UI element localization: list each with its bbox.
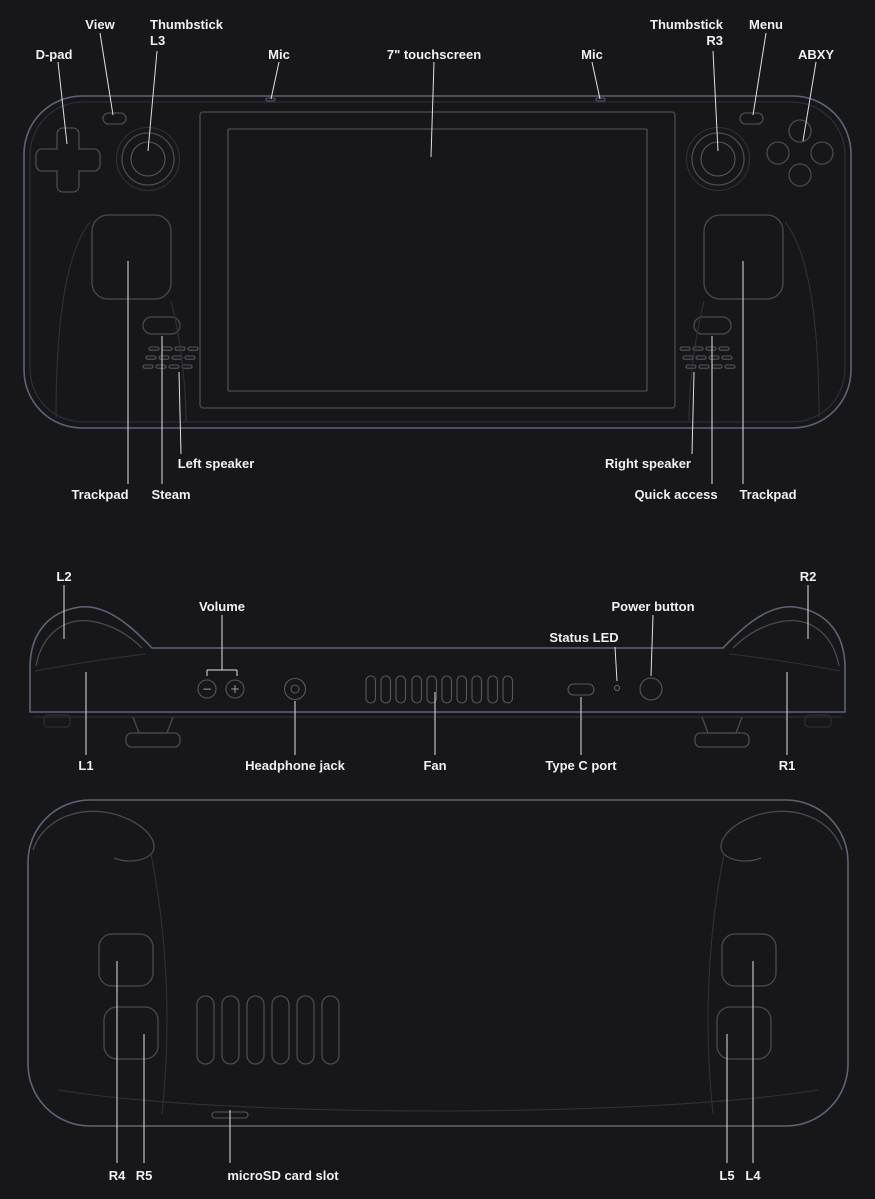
back-body-outline: [27, 799, 849, 1127]
label-status-led: Status LED: [549, 630, 619, 645]
r4-button-shape: [98, 933, 154, 987]
leader-left-speaker: [178, 371, 182, 455]
label-l1: L1: [78, 758, 94, 773]
leader-view: [99, 32, 114, 116]
edge-foreground-parts: [43, 714, 832, 748]
label-l2: L2: [56, 569, 72, 584]
label-quick-access: Quick access: [634, 487, 718, 502]
label-headphone-jack: Headphone jack: [245, 758, 345, 773]
volume-plus-icon: +: [230, 682, 240, 696]
label-thumbstick-l3-line1: Thumbstick: [150, 17, 223, 32]
label-r4: R4: [108, 1168, 126, 1183]
label-volume: Volume: [199, 599, 245, 614]
front-body-inner-outline: [29, 101, 846, 423]
leader-mic-left: [270, 61, 280, 100]
back-view: [27, 799, 849, 1127]
abxy-buttons-shape: [766, 119, 834, 187]
leader-volume: [206, 615, 238, 676]
leader-lines: [57, 32, 817, 1163]
fan-vents-shape: [365, 675, 514, 704]
label-view-button: View: [85, 17, 115, 32]
leader-status-led: [614, 646, 618, 682]
label-l4: L4: [745, 1168, 761, 1183]
left-trackpad-shape: [91, 214, 172, 300]
leader-thumbstick-r3: [712, 50, 719, 152]
label-r1: R1: [778, 758, 796, 773]
dpad-shape: [35, 127, 101, 193]
screen-bezel: [199, 111, 676, 409]
label-thumbstick-l3-line2: L3: [150, 33, 166, 49]
quick-access-button-shape: [693, 316, 732, 335]
menu-button-shape: [739, 112, 764, 125]
label-right-speaker: Right speaker: [605, 456, 691, 471]
power-button-shape: [639, 677, 663, 701]
label-left-speaker: Left speaker: [177, 456, 255, 471]
label-abxy: ABXY: [797, 47, 835, 62]
label-thumbstick-l3: Thumbstick L3: [150, 17, 223, 50]
label-dpad: D-pad: [35, 47, 73, 62]
type-c-port-shape: [567, 683, 595, 696]
status-led-shape: [614, 685, 620, 691]
leader-thumbstick-l3: [147, 50, 158, 152]
front-view: [23, 95, 852, 429]
label-thumbstick-r3-line1: Thumbstick: [650, 17, 723, 32]
label-mic-right: Mic: [581, 47, 603, 62]
leader-dpad: [57, 61, 68, 145]
label-type-c-port: Type C port: [545, 758, 617, 773]
label-fan: Fan: [423, 758, 447, 773]
mic-right-hole: [595, 97, 606, 102]
leader-abxy: [802, 61, 817, 142]
label-l5: L5: [719, 1168, 735, 1183]
leader-right-speaker: [691, 371, 695, 455]
touchscreen-shape: [227, 128, 648, 392]
label-power-button: Power button: [611, 599, 695, 614]
label-steam-button: Steam: [151, 487, 191, 502]
label-thumbstick-r3: Thumbstick R3: [648, 17, 723, 50]
mic-left-hole: [265, 97, 276, 102]
label-r5: R5: [135, 1168, 153, 1183]
leader-mic-right: [591, 61, 601, 100]
label-touchscreen: 7" touchscreen: [386, 47, 482, 62]
l2-trigger-shape: [34, 620, 147, 672]
thumbstick-l3-shape: [115, 126, 181, 192]
r5-button-shape: [103, 1006, 159, 1060]
left-speaker-grille: [142, 346, 199, 369]
l4-button-shape: [721, 933, 777, 987]
back-grip-shapes: [32, 810, 843, 1115]
volume-buttons-shape: − +: [197, 679, 245, 699]
volume-plus-button: [225, 679, 245, 699]
l5-button-shape: [716, 1006, 772, 1060]
back-bottom-inner-line: [57, 1089, 819, 1112]
label-microsd-slot: microSD card slot: [227, 1168, 339, 1183]
r2-trigger-shape: [728, 620, 841, 672]
edge-view: − +: [29, 606, 846, 748]
front-grip-seams: [55, 221, 820, 423]
headphone-jack-shape: [283, 677, 307, 701]
label-trackpad-left: Trackpad: [71, 487, 129, 502]
label-menu-button: Menu: [749, 17, 783, 32]
label-thumbstick-r3-line2: R3: [706, 33, 723, 49]
leader-menu: [752, 32, 767, 116]
label-mic-left: Mic: [268, 47, 290, 62]
label-r2: R2: [799, 569, 817, 584]
leader-power-button: [650, 614, 654, 677]
edge-body-outline: [29, 606, 846, 713]
thumbstick-r3-shape: [685, 126, 751, 192]
label-trackpad-right: Trackpad: [739, 487, 797, 502]
view-button-shape: [102, 112, 127, 125]
volume-minus-icon: −: [202, 682, 212, 696]
steam-button-shape: [142, 316, 181, 335]
volume-minus-button: [197, 679, 217, 699]
leader-touchscreen: [430, 61, 435, 158]
back-vents-shape: [196, 995, 340, 1065]
right-speaker-grille: [679, 346, 736, 369]
front-body-outline: [23, 95, 852, 429]
